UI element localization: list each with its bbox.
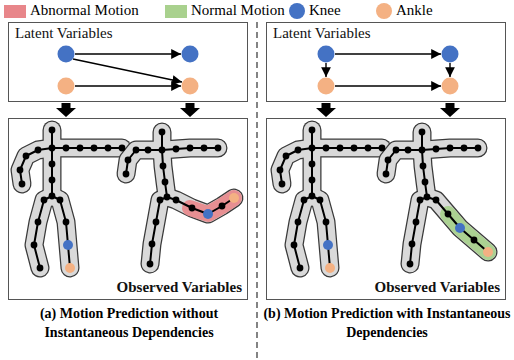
figure-part (182, 46, 199, 63)
figure-part (73, 59, 182, 82)
figure-part (58, 46, 75, 63)
latent-graph-b (326, 54, 450, 86)
figure-part (318, 46, 335, 63)
figure-part (173, 197, 180, 204)
figure-part (335, 85, 441, 86)
legend-text: Knee (309, 2, 341, 19)
figure-part (229, 193, 239, 203)
figure-part (471, 237, 478, 244)
legend-swatch (376, 3, 392, 19)
figure-part (167, 197, 234, 214)
figure-part (433, 197, 440, 204)
observed-box: Observed Variables (8, 118, 248, 300)
panel-caption: (b) Motion Prediction with Instantaneous… (262, 304, 512, 342)
box-title: Latent Variables (15, 25, 113, 42)
figure-part (203, 209, 213, 219)
figure-part (455, 223, 465, 233)
figure-part (277, 127, 386, 273)
figure-part (335, 53, 441, 54)
box-title: Observed Variables (375, 279, 500, 296)
block-arrow (180, 103, 200, 117)
figure-part (325, 63, 326, 77)
figure-part (189, 205, 196, 212)
legend-swatch (289, 3, 305, 19)
figure-part (75, 85, 181, 86)
figure-part (318, 78, 335, 95)
figure-part (442, 46, 459, 63)
latent-nodes-b (318, 46, 459, 95)
figure-part (167, 197, 234, 214)
figure-part (449, 63, 450, 77)
joints-b (277, 127, 493, 273)
figure-part (123, 129, 222, 268)
figure-part (442, 78, 459, 95)
latent-nodes-a (58, 46, 199, 95)
latent-box: Latent Variables (8, 22, 248, 102)
joints-a (17, 127, 239, 273)
divider-line (256, 22, 257, 358)
figure-part (75, 53, 181, 54)
figure-part (483, 247, 493, 257)
legend-text: Ankle (396, 2, 433, 19)
figure-part (167, 197, 234, 214)
legend-swatch (165, 5, 187, 18)
observed-box: Observed Variables (266, 118, 506, 300)
block-arrow (440, 103, 460, 117)
figure-part (445, 211, 452, 218)
figure-part (219, 203, 226, 210)
legend-swatch (4, 5, 26, 18)
figure-part (427, 197, 488, 252)
figure-part (427, 197, 488, 252)
figure-part (427, 197, 488, 252)
figure-part (17, 127, 126, 273)
figure-part (383, 129, 482, 268)
latent-box: Latent Variables (266, 22, 506, 102)
legend-text: Normal Motion (191, 2, 285, 19)
panel-caption: (a) Motion Prediction without Instantane… (4, 304, 254, 342)
box-title: Observed Variables (117, 279, 242, 296)
latent-graph-a (73, 54, 182, 86)
block-arrow (56, 103, 76, 117)
block-arrow (316, 103, 336, 117)
legend-text: Abnormal Motion (30, 2, 139, 19)
figure-part (182, 78, 199, 95)
figure-part (58, 78, 75, 95)
box-title: Latent Variables (273, 25, 371, 42)
